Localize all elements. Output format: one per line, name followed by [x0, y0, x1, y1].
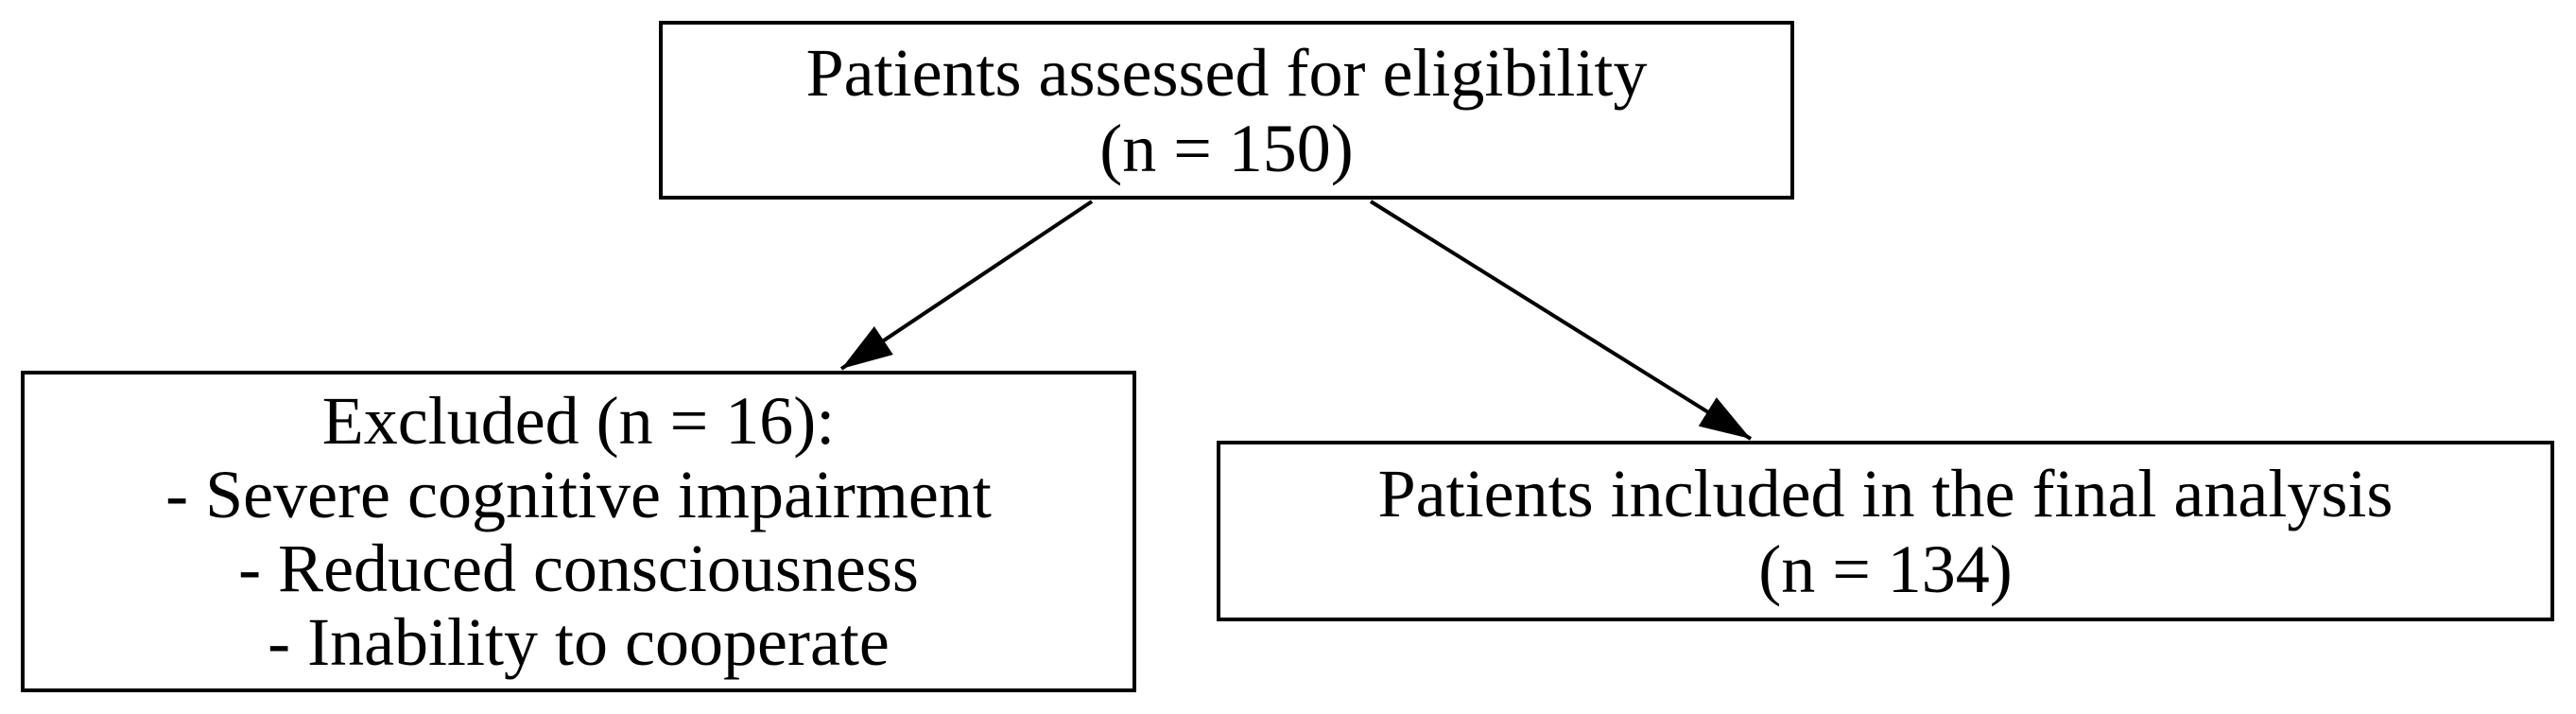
arrow-to-included — [1369, 200, 1753, 441]
excluded-reason-line: - Severe cognitive impairment — [165, 457, 992, 532]
assessed-title-line: Patients assessed for eligibility — [805, 34, 1648, 111]
node-assessed-eligibility: Patients assessed for eligibility (n = 1… — [659, 21, 1794, 200]
node-excluded: Excluded (n = 16): - Severe cognitive im… — [21, 371, 1136, 692]
included-title-line: Patients included in the final analysis — [1377, 455, 2394, 531]
assessed-count-line: (n = 150) — [1099, 110, 1354, 186]
included-count-line: (n = 134) — [1758, 531, 2013, 607]
excluded-reason-line: - Reduced consciousness — [238, 531, 919, 606]
excluded-title-line: Excluded (n = 16): — [321, 383, 836, 459]
node-included-final-analysis: Patients included in the final analysis … — [1217, 441, 2554, 621]
excluded-reason-line: - Inability to cooperate — [268, 604, 890, 680]
arrow-to-excluded — [839, 200, 1094, 371]
